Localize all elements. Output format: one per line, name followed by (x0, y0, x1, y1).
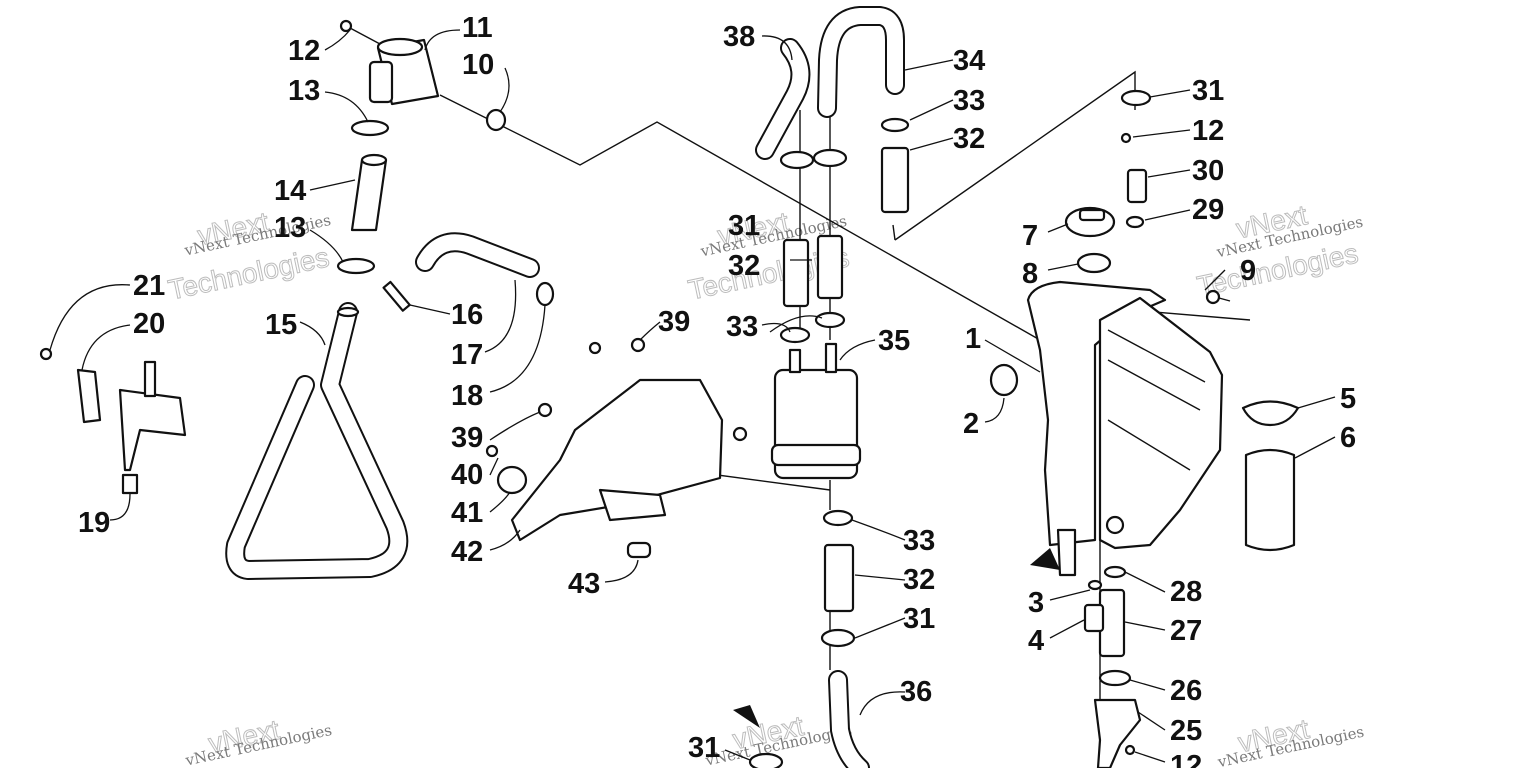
part-4-drain-plug (1083, 603, 1105, 633)
callout-32: 32 (728, 250, 760, 282)
part-11-elbow-fitting (368, 37, 440, 106)
direction-arrows (733, 548, 1060, 728)
callout-8: 8 (1022, 258, 1038, 290)
callout-42: 42 (451, 536, 483, 568)
part-36-hose (828, 670, 870, 768)
callout-11: 11 (462, 12, 493, 44)
callout-43: 43 (568, 568, 600, 600)
part-31-32-33-middle (779, 148, 848, 344)
part-10-o-ring (485, 108, 507, 132)
callouts: 11 12 10 13 14 13 21 20 15 16 17 18 19 3… (78, 12, 1356, 768)
part-13-clamp (336, 119, 390, 275)
part-17-curved-hose (415, 232, 540, 278)
part-12-lower-screw (1124, 744, 1136, 756)
callout-6: 6 (1340, 422, 1356, 454)
callout-4: 4 (1028, 625, 1044, 657)
part-7-cap (1064, 206, 1116, 238)
callout-7: 7 (1022, 220, 1038, 252)
callout-31: 31 (728, 210, 760, 242)
callout-31: 31 (1192, 75, 1224, 107)
part-9-screw (1205, 289, 1231, 305)
callout-1: 1 (965, 323, 981, 355)
callout-12: 12 (1192, 115, 1224, 147)
part-38-hose (755, 38, 811, 160)
callout-17: 17 (451, 339, 483, 371)
callout-32: 32 (903, 564, 935, 596)
callout-33: 33 (953, 85, 985, 117)
part-1-reservoir-tank (1026, 280, 1224, 577)
callout-14: 14 (274, 175, 306, 207)
callout-30: 30 (1192, 155, 1224, 187)
part-5-6-filter (1241, 400, 1300, 552)
callout-40: 40 (451, 459, 483, 491)
callout-32: 32 (953, 123, 985, 155)
part-34-hose (817, 6, 905, 118)
part-42-bracket (485, 337, 748, 559)
part-16-clip (382, 280, 411, 312)
callout-2: 2 (963, 408, 979, 440)
callout-10: 10 (462, 49, 494, 81)
callout-41: 41 (451, 497, 483, 529)
leader-lines (49, 29, 1336, 763)
callout-18: 18 (451, 380, 483, 412)
part-31-32-33-lower (820, 509, 856, 648)
part-32-33-upper (880, 117, 910, 214)
callout-26: 26 (1170, 675, 1202, 707)
callout-12: 12 (288, 35, 320, 67)
part-25-outlet-elbow (1093, 698, 1142, 768)
part-31-bottom-clamp (748, 752, 784, 768)
part-35-canister (770, 342, 862, 480)
callout-39: 39 (451, 422, 483, 454)
part-30-31-29-fitting (1120, 89, 1152, 229)
callout-3: 3 (1028, 587, 1044, 619)
callout-35: 35 (878, 325, 910, 357)
part-15-long-hose (225, 302, 409, 580)
part-8-gasket (1076, 252, 1112, 274)
callout-5: 5 (1340, 383, 1356, 415)
callout-12: 12 (1170, 750, 1202, 768)
callout-33: 33 (903, 525, 935, 557)
part-26-o-ring (1098, 669, 1132, 687)
callout-21: 21 (133, 270, 165, 302)
callout-33: 33 (726, 311, 758, 343)
callout-34: 34 (953, 45, 985, 77)
callout-9: 9 (1240, 255, 1256, 287)
callout-28: 28 (1170, 576, 1202, 608)
callout-31: 31 (688, 732, 720, 764)
part-12-screw (339, 19, 381, 45)
part-14-hose-sleeve (350, 153, 388, 232)
part-27-28-tube (1087, 565, 1127, 658)
callout-16: 16 (451, 299, 483, 331)
callout-25: 25 (1170, 715, 1202, 747)
callout-13: 13 (274, 212, 306, 244)
callout-13: 13 (288, 75, 320, 107)
callout-29: 29 (1192, 194, 1224, 226)
callout-39: 39 (658, 306, 690, 338)
part-2-grommet (989, 363, 1019, 397)
callout-27: 27 (1170, 615, 1202, 647)
callout-15: 15 (265, 309, 297, 341)
callout-19: 19 (78, 507, 110, 539)
part-18-clamp (535, 281, 555, 307)
callout-38: 38 (723, 21, 755, 53)
callout-31: 31 (903, 603, 935, 635)
callout-36: 36 (900, 676, 932, 708)
callout-20: 20 (133, 308, 165, 340)
part-19-20-21-bracket (39, 347, 187, 495)
